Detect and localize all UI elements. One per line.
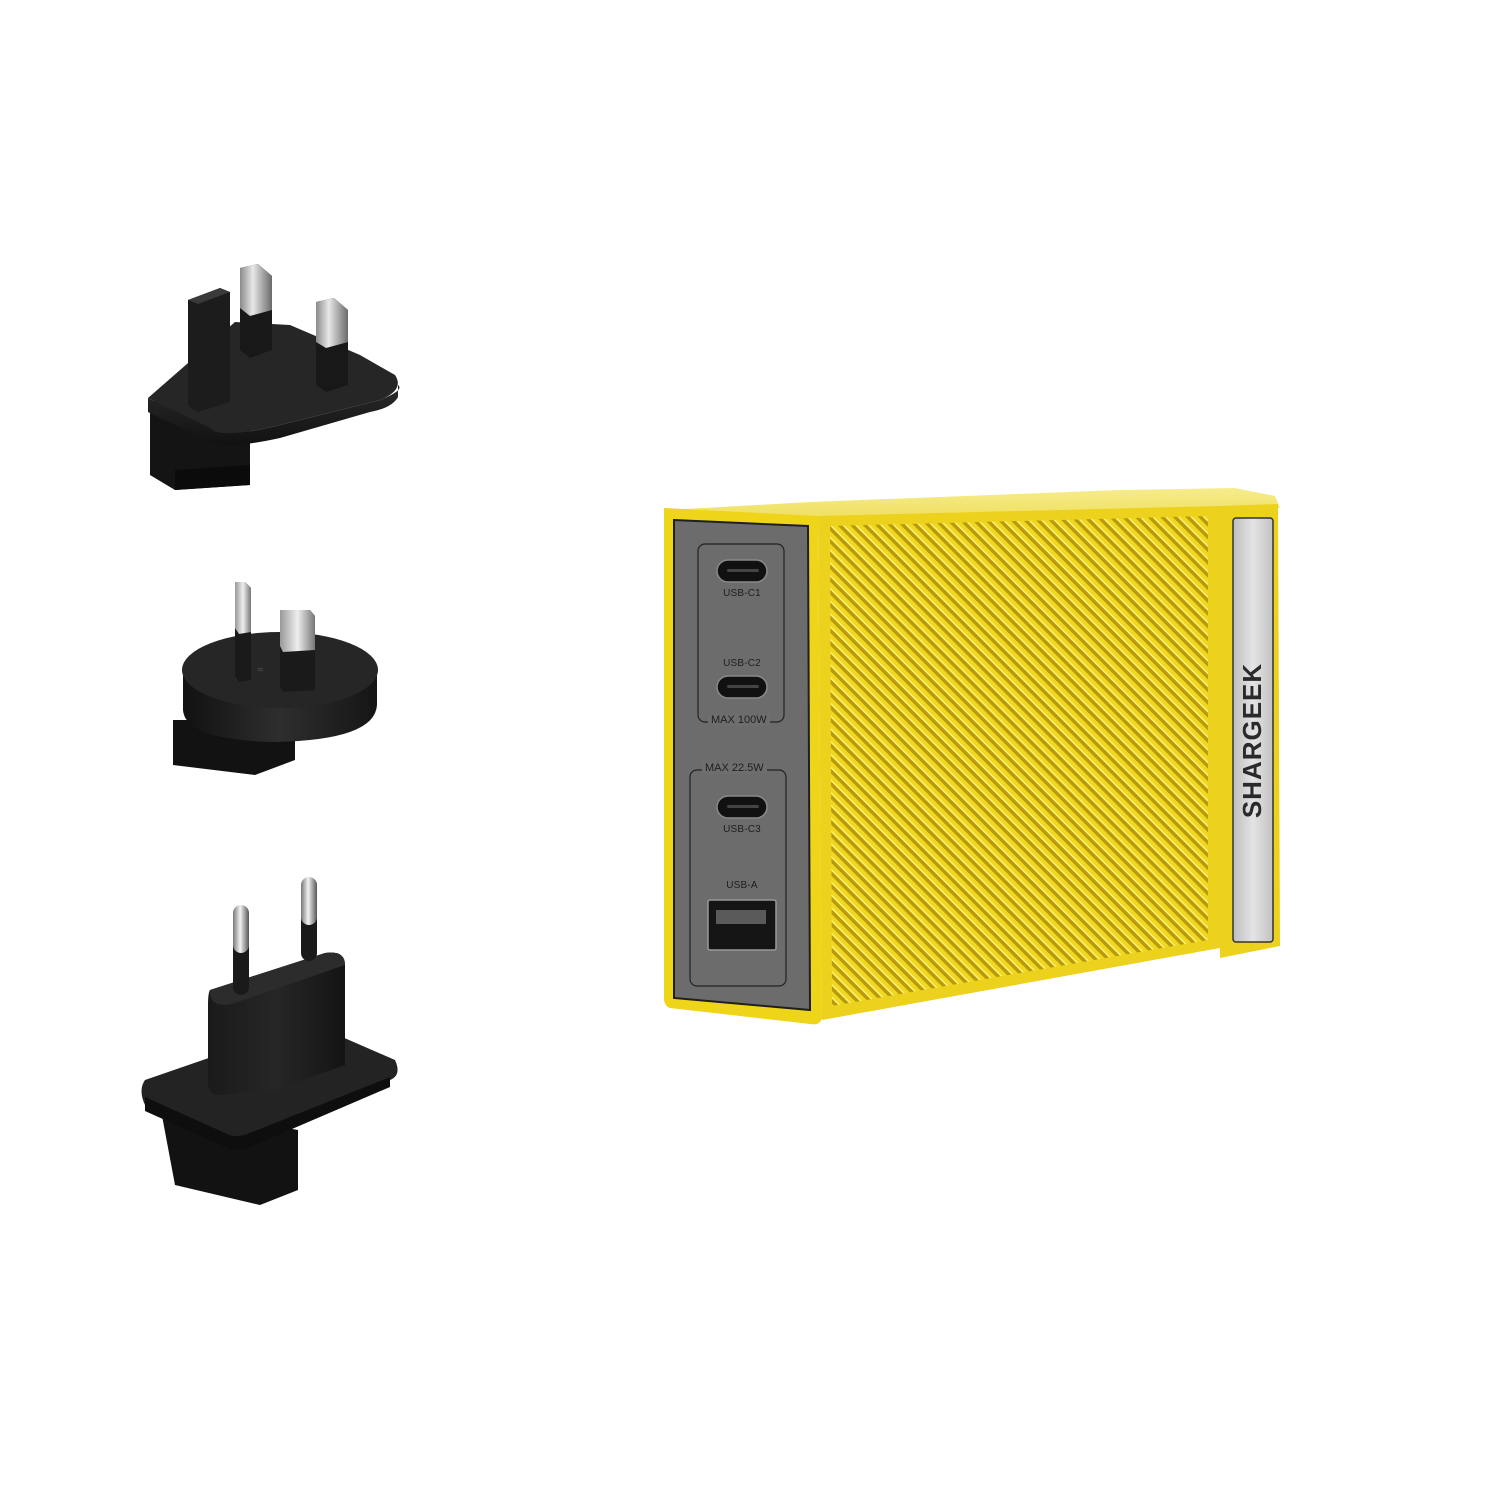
uk-plug-icon [148,264,400,490]
charger-body-icon [664,488,1280,1025]
au-plug-icon: ≈ [173,582,378,775]
eu-plug-adapter [140,865,420,1210]
port-label-usb-c1: USB-C1 [723,588,761,599]
port-label-usb-c2: USB-C2 [723,658,761,669]
au-plug-adapter: ≈ [165,570,415,780]
svg-text:≈: ≈ [257,665,264,674]
eu-plug-icon [141,877,398,1205]
port-group-label-22w: MAX 22.5W [702,762,767,774]
port-group-label-100w: MAX 100W [708,714,770,726]
port-label-usb-a: USB-A [726,880,758,891]
uk-plug-adapter [130,250,430,500]
port-label-usb-c3: USB-C3 [723,824,761,835]
charger: USB-C1 USB-C2 MAX 100W MAX 22.5W USB-C3 … [660,488,1280,1028]
brand-logo: SHARGEEK [1232,520,1274,960]
brand-name: SHARGEEK [1237,662,1268,818]
